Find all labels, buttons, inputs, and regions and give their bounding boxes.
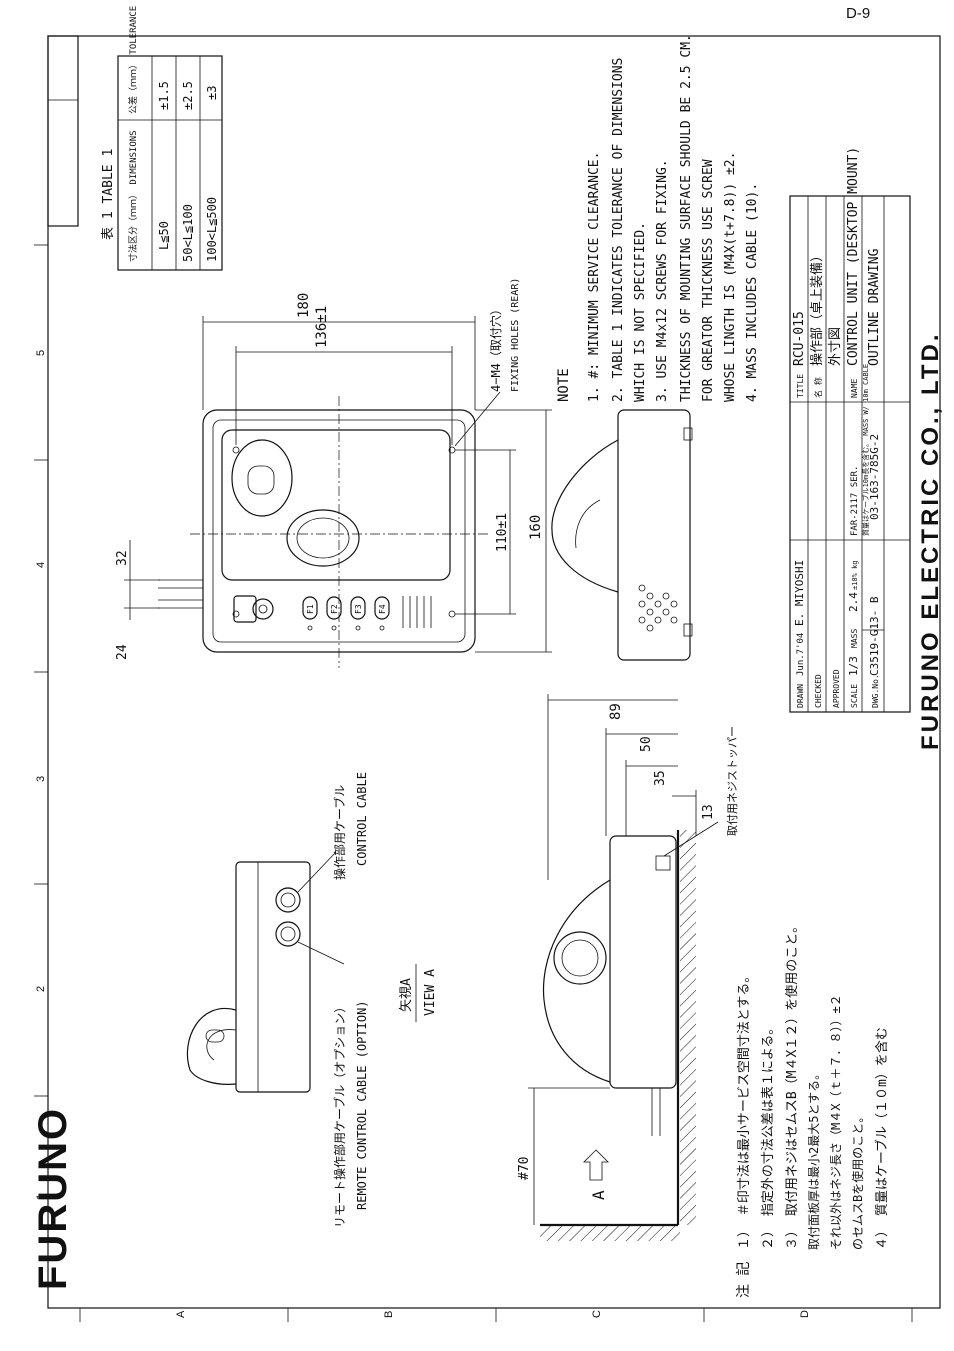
notes-jp-title: 注 記 (735, 1262, 752, 1298)
dim-180: 180 (296, 293, 312, 318)
cable-label-en: CONTROL CABLE (355, 772, 369, 866)
table1-row-tol: ±1.5 (157, 81, 171, 110)
ref-mass-note: 質量はケーブル10m長を含む。 MASS W/ 10m CABLE (861, 364, 870, 536)
note-line: 2. TABLE 1 INDICATES TOLERANCE OF DIMENS… (611, 58, 626, 402)
notes-english: NOTE 1. #: MINIMUM SERVICE CLEARANCE. 2.… (556, 34, 760, 402)
dim-13: 13 (701, 804, 716, 820)
table1-header-dimensions: 寸法区分（ｍｍ） DIMENSIONS (127, 130, 139, 262)
note-jp-line: それ以外はネジ長さ（M４X（ｔ＋７．８））±２ (829, 994, 843, 1250)
checked-label: CHECKED (814, 674, 823, 708)
dim-160: 160 (528, 515, 544, 540)
furuno-logo: FURUNO (31, 1107, 75, 1290)
grid-row-b: B (383, 1311, 395, 1318)
note-jp-line: ３） 取付用ネジはセムスB（M４X１２）を使用のこと。 (784, 920, 800, 1250)
front-view: F1 F2 F3 F4 1 (115, 278, 552, 668)
scale-label: SCALE (850, 684, 859, 708)
notes-japanese: 注 記 １） ＃印寸法は最小サービス空間寸法とする。 ２） 指定外の寸法公差は表… (735, 920, 890, 1298)
jp-sub: 外寸図 (828, 327, 843, 366)
note-line: 3. USE M4x12 SCREWS FOR FIXING. (655, 159, 670, 402)
fixing-holes-en: FIXING HOLES (REAR) (510, 278, 521, 392)
grid-col-3: 3 (35, 776, 47, 782)
remote-cable-label-en: REMOTE CONTROL CABLE (OPTION) (355, 1000, 369, 1210)
grid-rows: A B C D (79, 1308, 913, 1322)
scale-value: 1/3 (847, 656, 860, 676)
drawn-date: Jun.7'04 (796, 633, 806, 676)
page-number: D-9 (846, 5, 871, 22)
note-jp-line: 取付面板厚は最小2最大5とする。 (807, 1068, 821, 1250)
note-line: WHOSE LINGTH IS (M4X(t+7.8)) ±2. (723, 152, 738, 402)
table1-row-tol: ±2.5 (181, 81, 195, 110)
jp-name: 操作部（卓上装備） (809, 249, 825, 366)
cable-label-jp: 操作部用ケーブル (332, 785, 347, 880)
jp-name-label: 名 称 (813, 377, 823, 398)
table1-row-dim: 50<L≦100 (181, 204, 195, 262)
mass-label: MASS (850, 629, 859, 648)
company-name: FURUNO ELECTRIC CO., LTD. (917, 331, 944, 750)
model-number: RCU-015 (792, 311, 807, 366)
revision-box (47, 35, 79, 227)
view-a-en: VIEW A (423, 969, 438, 1016)
view-a-jp: 矢視A (399, 978, 414, 1012)
name-en: CONTROL UNIT (DESKTOP MOUNT) (846, 147, 861, 366)
grid-col-2: 2 (35, 986, 47, 992)
grid-row-d: D (799, 1310, 811, 1318)
dim-24: 24 (115, 644, 130, 660)
note-jp-line: ４） 質量はケーブル（１０m）を含む (874, 1027, 890, 1250)
note-jp-line: ２） 指定外の寸法公差は表１による。 (761, 1022, 776, 1250)
mass-unit: ±10% kg (851, 560, 859, 590)
note-jp-line: １） ＃印寸法は最小サービス空間寸法とする。 (737, 970, 752, 1250)
dim-32: 32 (115, 550, 130, 566)
view-arrow-label: A (589, 1190, 608, 1200)
note-line: 1. #: MINIMUM SERVICE CLEARANCE. (587, 152, 602, 402)
grid-columns: 1 2 3 4 5 (34, 244, 48, 1200)
tolerance-table: 表 1 TABLE 1 寸法区分（ｍｍ） DIMENSIONS 公差（ｍｍ） T… (101, 6, 223, 271)
fixing-holes-jp: 4−M4（取付穴） (488, 303, 503, 392)
drawn-by: E. MIYOSHI (793, 560, 806, 626)
note-line: FOR GREATOR THICKNESS USE SCREW (701, 159, 716, 402)
grid-col-5: 5 (35, 350, 47, 356)
ref-number: 03-163-785G-2 (868, 434, 881, 520)
key-f4-label: F4 (378, 604, 387, 614)
key-f2-label: F2 (330, 604, 339, 614)
note-line: 4. MASS INCLUDES CABLE (10). (745, 183, 760, 402)
table1-header-tolerance: 公差（ｍｍ） TOLERANCE (127, 6, 139, 114)
dwg-label: DWG.No. (871, 674, 880, 708)
remote-cable-label-jp: リモート操作部用ケーブル（オプション） (332, 1001, 347, 1228)
dim-89: 89 (608, 703, 624, 720)
notes-title: NOTE (556, 368, 572, 402)
key-f3-label: F3 (354, 604, 363, 614)
grid-col-4: 4 (35, 562, 47, 568)
table1-row-tol: ±3 (205, 86, 219, 100)
note-jp-line: のセムスBを使用のこと。 (850, 1111, 865, 1250)
approved-label: APPROVED (832, 669, 841, 708)
stopper-label: 取付用ネジストッパー (726, 726, 739, 836)
dim-110: 110±1 (495, 513, 510, 552)
dim-35: 35 (653, 770, 668, 786)
drawn-label: DRAWN (796, 684, 805, 708)
dim-136: 136±1 (314, 306, 330, 348)
name-label: NAME (850, 379, 859, 398)
note-line: WHICH IS NOT SPECIFIED. (633, 222, 648, 402)
side-view-top (551, 409, 693, 661)
view-a: 操作部用ケーブル CONTROL CABLE リモート操作部用ケーブル（オプショ… (186, 772, 438, 1228)
side-view-mounted: 取付用ネジストッパー 89 50 35 13 #70 A (517, 694, 739, 1241)
table1-title: 表 1 TABLE 1 (101, 149, 116, 240)
key-f1-label: F1 (306, 604, 315, 614)
dim-50: 50 (639, 736, 654, 752)
table1-row-dim: 100<L≦500 (205, 197, 219, 262)
note-line: THICKNESS OF MOUNTING SURFACE SHOULD BE … (679, 34, 694, 402)
title-block: DRAWN Jun.7'04 E. MIYOSHI CHECKED APPROV… (789, 147, 911, 713)
grid-row-a: A (175, 1310, 187, 1318)
title-label: TITLE (796, 374, 805, 398)
dim-70: #70 (517, 1157, 532, 1180)
mass-value: 2.4 (847, 592, 860, 612)
ref-series: FAR-2117 SER. (850, 466, 860, 536)
grid-row-c: C (591, 1310, 603, 1318)
table1-row-dim: L≦50 (157, 221, 171, 250)
dwg-number: C3519-G13- B (868, 596, 881, 676)
grid-col-1: 1 (35, 1194, 47, 1200)
drawing-type: OUTLINE DRAWING (867, 248, 882, 366)
